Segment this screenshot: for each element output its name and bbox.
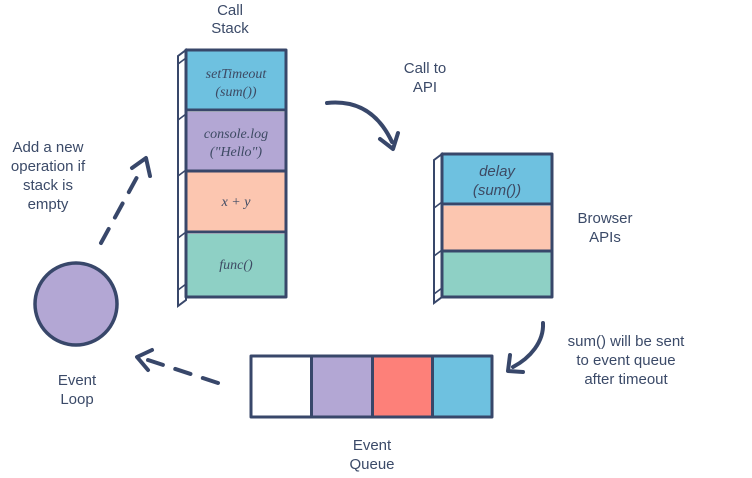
browser-apis-title-line2: APIs bbox=[589, 229, 621, 246]
call-stack-cell-func-text: func() bbox=[219, 258, 253, 273]
call-stack-cell-console-log-line2: ("Hello") bbox=[210, 145, 263, 160]
browser-apis: delay (sum()) bbox=[433, 152, 554, 305]
sum-sent-line1: sum() will be sent bbox=[568, 333, 686, 350]
event-queue bbox=[249, 354, 494, 419]
browser-apis-cell-3 bbox=[443, 252, 551, 296]
call-stack-cell-setTimeout-line1: setTimeout bbox=[206, 67, 268, 82]
sum-sent-label: sum() will be sent to event queue after … bbox=[568, 333, 686, 388]
event-queue-title-line1: Event bbox=[353, 437, 392, 454]
browser-apis-cell-delay-line2: (sum()) bbox=[473, 182, 521, 199]
browser-apis-title: Browser APIs bbox=[577, 210, 632, 246]
call-to-api-line2: API bbox=[413, 79, 437, 96]
loop-to-stack-arrow bbox=[99, 156, 152, 245]
event-queue-title-line2: Queue bbox=[349, 456, 394, 473]
sum-sent-line2: to event queue bbox=[576, 352, 675, 369]
add-op-line1: Add a new bbox=[13, 139, 84, 156]
call-stack-cell-x-plus-y-text: x + y bbox=[221, 195, 252, 210]
call-stack-cell-func bbox=[187, 234, 285, 296]
add-op-line3: stack is bbox=[23, 177, 73, 194]
call-to-api-label: Call to API bbox=[404, 60, 447, 96]
call-to-api-line1: Call to bbox=[404, 60, 447, 77]
add-operation-label: Add a new operation if stack is empty bbox=[11, 139, 86, 213]
call-stack-cell-setTimeout bbox=[187, 51, 285, 109]
add-op-line2: operation if bbox=[11, 158, 86, 175]
call-to-api-arrow bbox=[325, 100, 400, 151]
event-queue-cell-1 bbox=[252, 357, 310, 416]
call-stack-cell-console-log bbox=[187, 112, 285, 170]
browser-apis-title-line1: Browser bbox=[577, 210, 632, 227]
call-stack-cell-setTimeout-line2: (sum()) bbox=[215, 85, 257, 100]
browser-apis-cell-delay-line1: delay bbox=[479, 163, 516, 180]
event-queue-cell-3 bbox=[374, 357, 431, 416]
call-stack-title-line2: Stack bbox=[211, 20, 249, 37]
event-loop-title: Event Loop bbox=[58, 372, 97, 408]
call-stack-cell-x-plus-y bbox=[187, 172, 285, 231]
event-queue-cell-4 bbox=[434, 357, 491, 416]
queue-to-loop-arrow bbox=[135, 348, 220, 385]
call-stack: setTimeout (sum()) console.log ("Hello")… bbox=[177, 48, 288, 308]
call-stack-title: Call Stack bbox=[211, 2, 249, 37]
call-stack-title-line1: Call bbox=[217, 2, 243, 19]
event-loop-title-line2: Loop bbox=[60, 391, 93, 408]
call-stack-side bbox=[177, 48, 187, 308]
add-op-line4: empty bbox=[28, 196, 69, 213]
browser-apis-cell-2 bbox=[443, 206, 551, 250]
to-event-queue-arrow bbox=[506, 321, 546, 374]
browser-apis-cell-delay bbox=[443, 155, 551, 203]
event-loop-circle bbox=[33, 261, 119, 347]
event-queue-cell-2 bbox=[313, 357, 371, 416]
call-stack-cell-console-log-line1: console.log bbox=[204, 127, 268, 142]
sum-sent-line3: after timeout bbox=[584, 371, 668, 388]
event-loop-title-line1: Event bbox=[58, 372, 97, 389]
event-queue-title: Event Queue bbox=[349, 437, 394, 473]
